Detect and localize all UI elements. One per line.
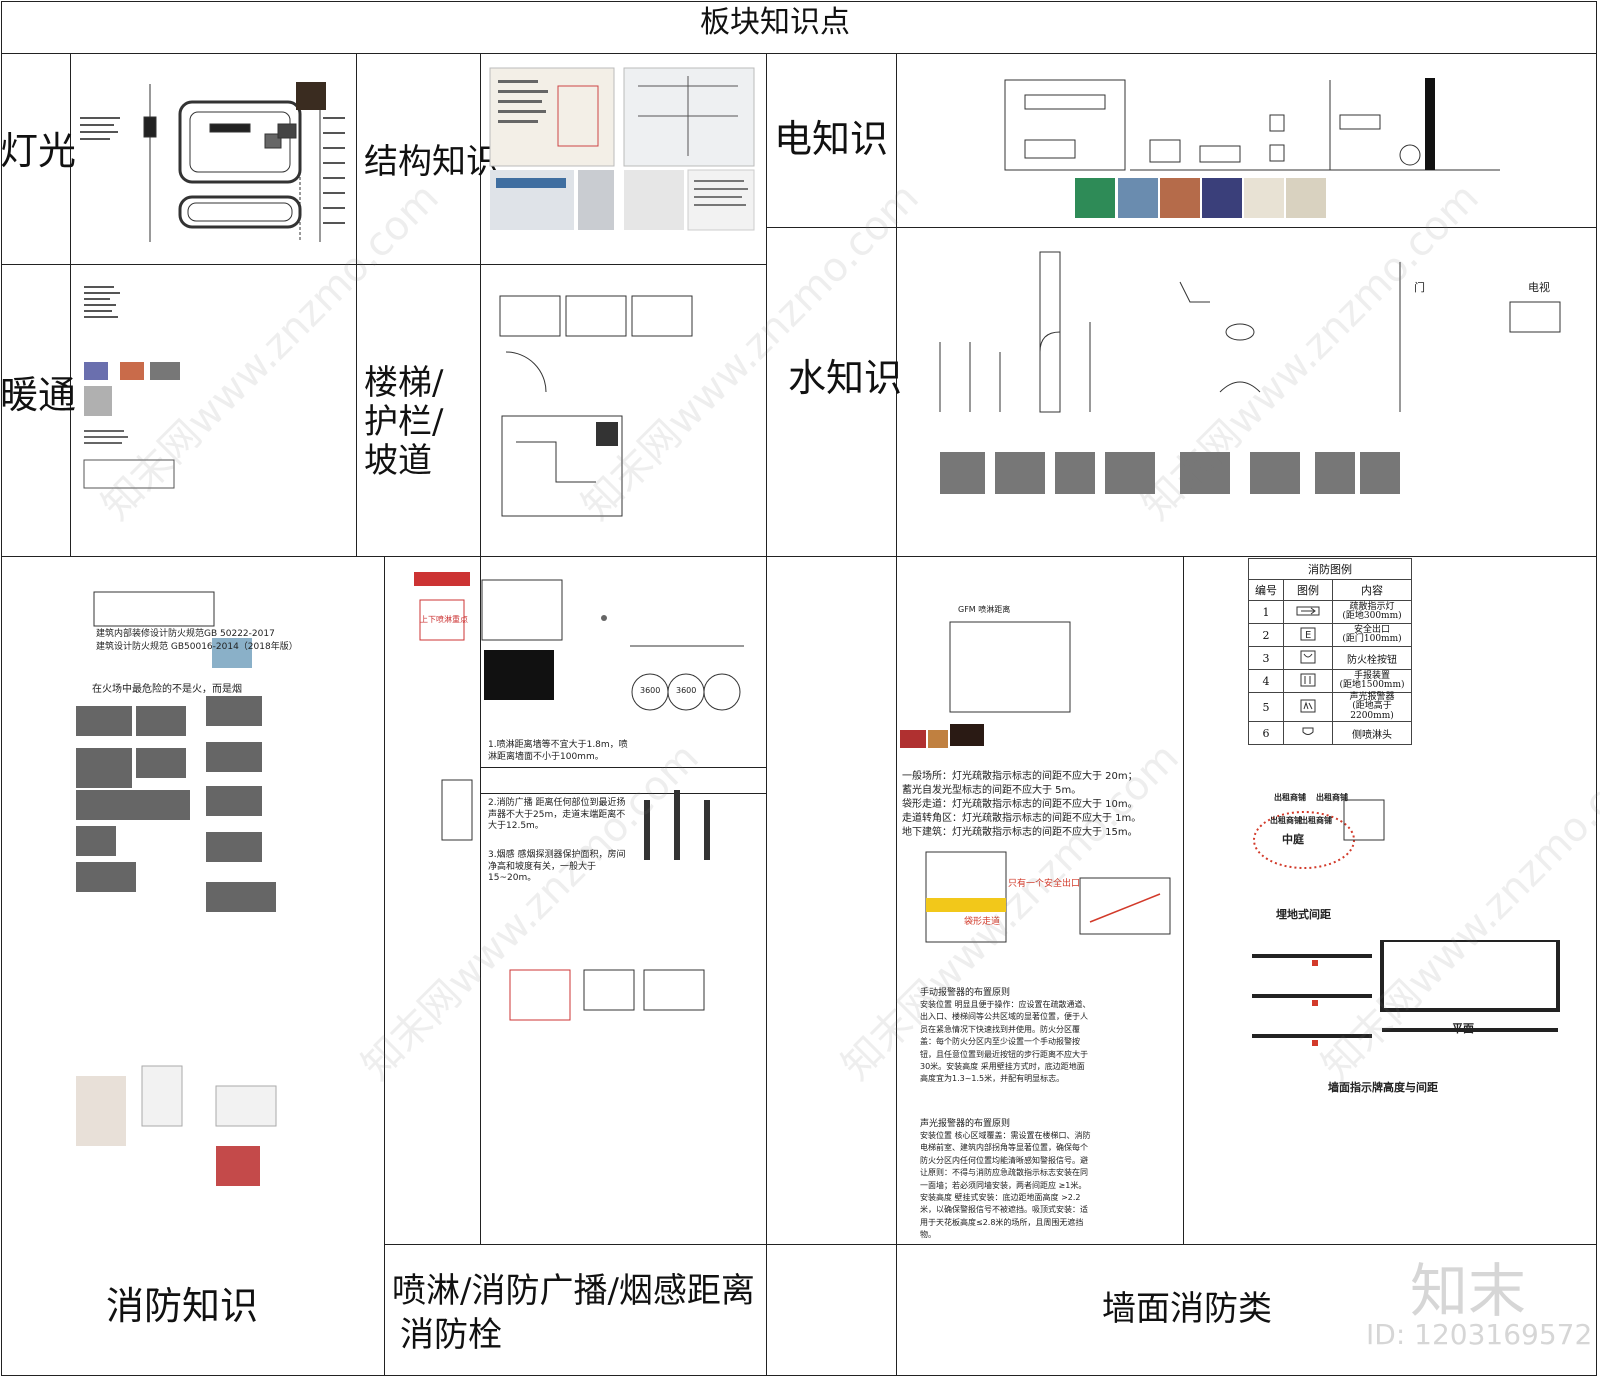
sprinkler-para-3: 3.烟感 感烟探测器保护面积，房间净高和坡度有关，一般大于15~20m。 <box>488 850 626 884</box>
fire-note: 在火场中最危险的不是火，而是烟 <box>92 684 242 695</box>
sprinkler-tick-2: 3600 <box>676 686 697 695</box>
col-divider-3 <box>480 53 481 556</box>
lighting-drawing <box>80 82 345 242</box>
sprinkler-sep-2 <box>480 793 766 794</box>
wall-fire-atrium-diagram <box>1253 799 1385 869</box>
evac-line-3: 袋形走道：灯光疏散指示标志的间距不应大于 10m。 <box>902 799 1138 810</box>
legend-title: 消防图例 <box>1248 558 1412 580</box>
wall-fire-corridor-diagram <box>1252 940 1560 1046</box>
section-label-wall-fire: 墙面消防类 <box>1102 1289 1272 1329</box>
section-label-sprinkler-2: 消防栓 <box>400 1315 502 1355</box>
legend-no: 1 <box>1248 600 1284 624</box>
row-divider-electric-water <box>766 227 1597 228</box>
col-divider-6 <box>384 556 385 1376</box>
fire-legend-table: 消防图例 编号 图例 内容 1 疏散指示灯 (距地300mm) 2 E 安全出口… <box>1248 558 1412 746</box>
shop-label-1: 出租商铺 <box>1274 793 1306 802</box>
water-label-tv: 电视 <box>1528 281 1550 294</box>
col-divider-4 <box>766 53 767 1376</box>
legend-no: 5 <box>1248 691 1284 723</box>
sound-body: 安装位置 核心区域覆盖：需设置在楼梯口、消防电梯前室、建筑内部拐角等显著位置，确… <box>920 1131 1091 1240</box>
evac-line-1: 一般场所：灯光疏散指示标志的间距不应大于 20m； <box>902 771 1138 782</box>
brand-id: ID: 1203169572 <box>1366 1318 1593 1351</box>
wall-sign-label: 墙面指示牌高度与间距 <box>1328 1081 1438 1094</box>
legend-header-icon: 图例 <box>1283 579 1333 601</box>
shop-label-4: 出租商铺 <box>1300 816 1332 825</box>
evac-heading: GFM 喷淋距离 <box>958 605 1011 614</box>
evac-line-2: 蓄光自发光型标志的间距不应大于 5m。 <box>902 785 1082 796</box>
sound-heading: 声光报警器的布置原则 <box>920 1119 1011 1129</box>
court-label: 中庭 <box>1282 833 1304 846</box>
section-label-stairs-text: 楼梯/护栏/坡道 <box>364 363 444 482</box>
sprinkler-para-1: 1.喷淋距离墙等不宜大于1.8m，喷淋距离墙面不小于100mm。 <box>488 740 628 762</box>
row-divider-bottom <box>384 1244 1597 1245</box>
evac-only-exit: 只有一个安全出口 <box>1008 879 1081 889</box>
evacuation-arrow-icon <box>1283 600 1333 624</box>
fire-std-1: 建筑内部装修设计防火规范GB 50222-2017 <box>96 629 275 639</box>
sprinkler-tick-1: 3600 <box>640 686 661 695</box>
evac-line-4: 走道转角区：灯光疏散指示标志的间距不应大于 1m。 <box>902 813 1142 824</box>
fire-drawing <box>76 591 277 1186</box>
sprinkler-para-2: 2.消防广播 距离任何部位到最近扬声器不大于25m，走道末端距离不大于12.5m… <box>488 798 626 832</box>
legend-content: 侧喷淋头 <box>1332 721 1412 746</box>
fire-std-2: 建筑设计防火规范 GB50016-2014（2018年版） <box>96 642 298 652</box>
water-label-door: 门 <box>1414 281 1425 294</box>
alarm-body: 安装位置 明显且便于操作：应设置在疏散通道、出入口、楼梯间等公共区域的显著位置，… <box>920 1000 1091 1084</box>
col-divider-7 <box>480 556 481 1244</box>
legend-no: 6 <box>1248 721 1284 746</box>
section-label-electric: 电知识 <box>774 117 889 161</box>
evac-line-5: 地下建筑：灯光疏散指示标志的间距不应大于 15m。 <box>902 827 1138 838</box>
section-label-fire: 消防知识 <box>106 1284 259 1328</box>
section-label-structure: 结构知识 <box>364 142 500 182</box>
structure-images <box>489 67 755 231</box>
section-label-sprinkler-1: 喷淋/消防广播/烟感距离 <box>392 1271 755 1311</box>
legend-header-no: 编号 <box>1248 579 1284 601</box>
svg-text:E: E <box>1305 630 1311 641</box>
plan-label: 平面 <box>1452 1022 1474 1035</box>
col-divider-8 <box>1183 556 1184 1244</box>
header-divider <box>1 53 1597 54</box>
manual-alarm-icon <box>1283 669 1333 693</box>
sprinkler-drawing <box>414 572 744 1021</box>
legend-no: 4 <box>1248 669 1284 693</box>
water-drawing <box>939 251 1561 494</box>
col-divider-2 <box>356 53 357 556</box>
brand-logo: 知末 <box>1410 1257 1527 1325</box>
stairs-drawing <box>499 295 693 517</box>
legend-no: 2 <box>1248 623 1284 647</box>
col-divider-5 <box>896 53 897 1376</box>
hydrant-button-icon <box>1283 646 1333 670</box>
hvac-images <box>83 286 180 489</box>
evac-diagram <box>900 621 1071 748</box>
section-label-water: 水知识 <box>788 356 903 400</box>
shop-label-2: 出租商铺 <box>1316 793 1348 802</box>
evac-plan <box>925 851 1171 943</box>
row-divider-middle <box>1 556 1597 557</box>
col-divider-1 <box>70 53 71 556</box>
side-sprinkler-icon <box>1283 721 1333 746</box>
legend-no: 3 <box>1248 646 1284 670</box>
section-label-stairs: 楼梯/护栏/坡道 <box>364 363 474 482</box>
alarm-heading: 手动报警器的布置原则 <box>920 988 1011 998</box>
section-label-hvac: 暖通 <box>0 373 77 417</box>
legend-content: 手报装置 (距地1500mm) <box>1332 669 1412 693</box>
exit-e-icon: E <box>1283 623 1333 647</box>
legend-content: 防火栓按钮 <box>1332 646 1412 670</box>
legend-content: 声光报警器 (距地高于2200mm) <box>1332 691 1412 723</box>
sound-light-alarm-icon <box>1283 691 1333 723</box>
row-divider-top-left <box>1 264 766 265</box>
legend-header-content: 内容 <box>1332 579 1412 601</box>
sprinkler-sep-label: 上下喷淋重点 <box>420 615 468 624</box>
page-title: 板块知识点 <box>700 5 850 40</box>
legend-content: 安全出口 (距门100mm) <box>1332 623 1412 647</box>
buried-label: 埋地式间距 <box>1276 908 1331 921</box>
shop-label-3: 出租商铺 <box>1270 816 1302 825</box>
evac-pocket-walk: 袋形走道 <box>964 917 1001 927</box>
section-label-lighting: 灯光 <box>0 129 77 173</box>
electric-drawing <box>1004 78 1500 218</box>
sprinkler-sep-1 <box>480 767 766 768</box>
legend-content: 疏散指示灯 (距地300mm) <box>1332 600 1412 624</box>
